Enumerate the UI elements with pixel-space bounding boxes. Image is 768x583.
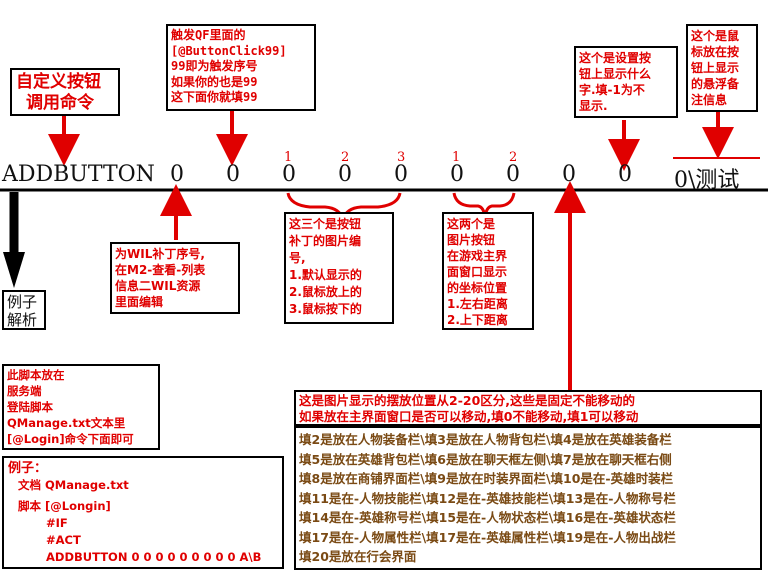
- position-list: 填2是放在人物装备栏\填3是放在人物背包栏\填4是放在英雄装备栏 填5是放在英雄…: [294, 426, 762, 570]
- callout-example: 例子： 文档 QManage.txt 脚本 [@Longin] #IF #ACT…: [2, 456, 284, 569]
- callout-display-text: 这个是设置按 钮上显示什么 字.填-1为不 显示.: [574, 46, 678, 118]
- list-item: 填14是在-英雄称号栏\填15是在-人物状态栏\填16是在-英雄状态栏: [299, 510, 676, 525]
- list-item: 填5是放在英雄背包栏\填6是放在聊天框左侧\填7是放在聊天框右侧: [299, 451, 672, 467]
- callout-images: 这三个是按钮 补丁的图片编 号, 1.默认显示的 2.鼠标放上的 3.鼠标按下的: [284, 212, 394, 324]
- index-image-2: 2: [341, 150, 350, 165]
- value-text-hint: 0\测试: [674, 168, 740, 193]
- callout-coords: 这两个是 图片按钮 在游戏主界 面窗口显示 的坐标位置 1.左右距离 2.上下距…: [442, 212, 534, 330]
- value-image-3: 0: [394, 162, 408, 187]
- example-label: 例子 解析: [2, 290, 46, 330]
- callout-custom-button: 自定义按钮 调用命令: [10, 68, 120, 116]
- command-name: ADDBUTTON: [2, 162, 155, 187]
- list-item: 填17是在-人物属性栏\填17是在-英雄属性栏\填19是在-人物出战栏: [299, 529, 676, 545]
- callout-hover: 这个是鼠 标放在按 钮上显示 的悬浮备 注信息: [686, 24, 758, 112]
- value-image-2: 0: [338, 162, 352, 187]
- callout-trigger: 触发QF里面的 [@ButtonClick99] 99即为触发序号 如果你的也是…: [166, 24, 316, 111]
- index-image-1: 1: [284, 150, 293, 165]
- index-image-3: 3: [397, 150, 406, 165]
- value-y: 0: [506, 162, 520, 187]
- index-y: 2: [509, 150, 518, 165]
- callout-position-header: 这是图片显示的摆放位置从2-20区分,这些是固定不能移动的 如果放在主界面窗口是…: [294, 390, 762, 426]
- index-x: 1: [452, 150, 461, 165]
- callout-wil: 为WIL补丁序号, 在M2-查看-列表 信息二WIL资源 里面编辑: [110, 242, 240, 314]
- value-x: 0: [450, 162, 464, 187]
- list-item: 填11是在-人物技能栏\填12是在-英雄技能栏\填13是在-人物称号栏: [299, 490, 676, 506]
- list-item: 填8是放在商铺界面栏\填9是放在时装界面栏\填10是在-英雄时装栏: [299, 471, 674, 486]
- list-item: 填2是放在人物装备栏\填3是放在人物背包栏\填4是放在英雄装备栏: [299, 432, 672, 447]
- value-wil: 0: [170, 162, 184, 187]
- callout-server-script: 此脚本放在 服务端 登陆脚本 QManage.txt文本里 [@Login]命令…: [2, 364, 160, 450]
- value-movable: 0: [618, 162, 632, 187]
- value-image-1: 0: [282, 162, 296, 187]
- value-position: 0: [562, 162, 576, 187]
- list-item: 填20是放在行会界面: [299, 549, 417, 564]
- value-trigger: 0: [226, 162, 240, 187]
